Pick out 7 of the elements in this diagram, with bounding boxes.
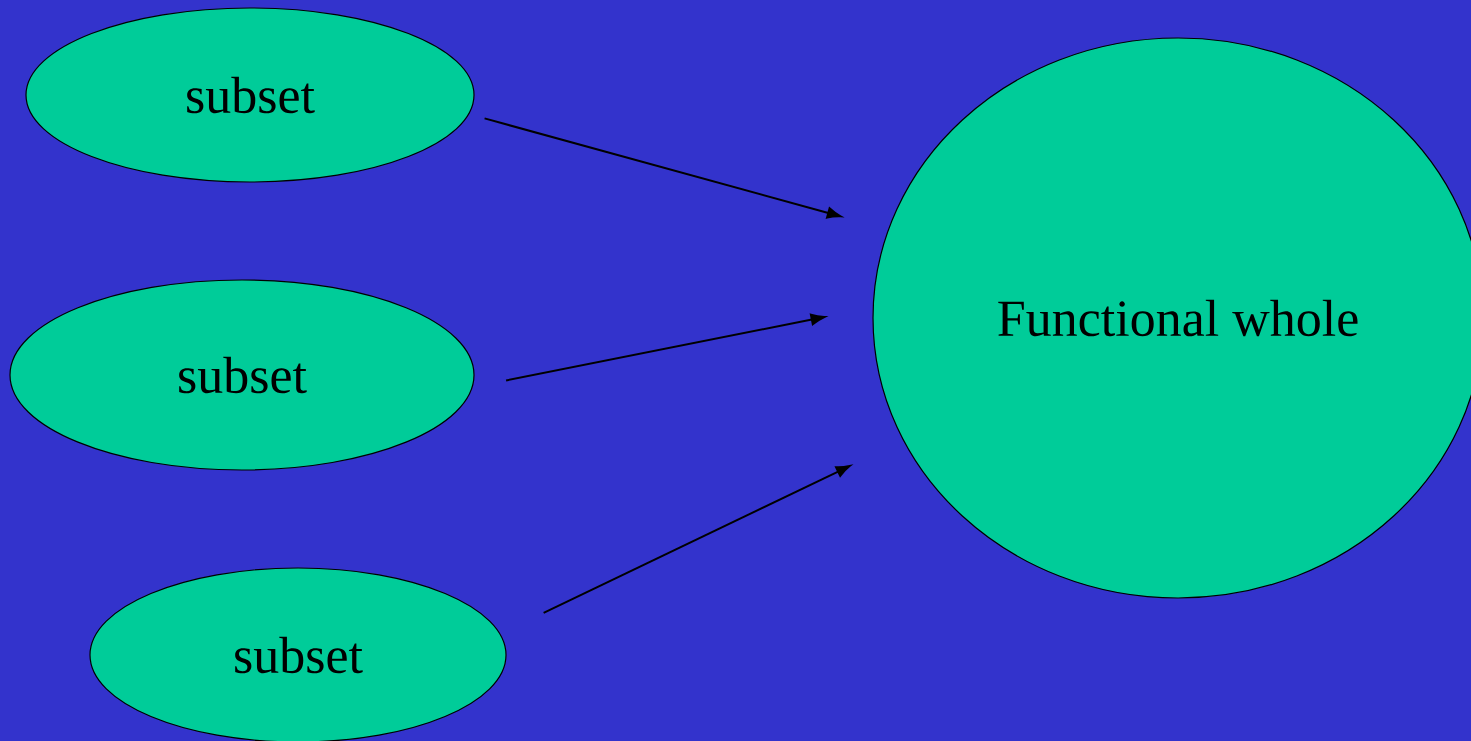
- arrow: [542, 465, 851, 614]
- ellipse-node: subset: [9, 279, 475, 471]
- arrow: [505, 313, 826, 382]
- ellipse-node: subset: [25, 7, 475, 183]
- circle-node: Functional whole: [872, 37, 1471, 599]
- ellipse-node: subset: [89, 567, 507, 741]
- arrow: [483, 117, 842, 219]
